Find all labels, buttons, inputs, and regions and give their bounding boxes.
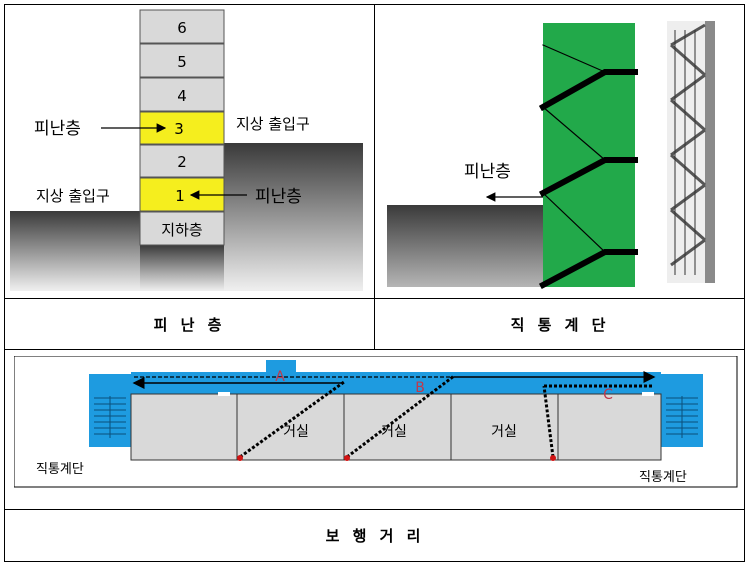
route-label-c: C [603, 387, 613, 403]
svg-text:6: 6 [177, 19, 187, 37]
floor-5: 5 [139, 43, 225, 78]
stair-label-left: 직통계단 [36, 462, 84, 477]
refuge-label: 피난층 [464, 162, 511, 182]
refuge-label-left: 피난층 [34, 119, 81, 139]
walking-paths [239, 374, 654, 459]
walking-distance-diagram: 거실 거실 거실 A B C 직통계단 직통계단 [14, 356, 738, 488]
room-1: 거실 [283, 424, 309, 440]
panel-c-border [14, 356, 738, 488]
stair-right [661, 374, 703, 447]
refuge-floor-diagram: 6 5 4 3 2 1 지하층 피난층 지상 출입구 지상 출입구 피난층 [10, 9, 363, 291]
stair-label-right: 직통계단 [639, 470, 687, 485]
staircase-photo [667, 21, 715, 283]
ground-low [10, 211, 140, 291]
svg-text:5: 5 [177, 53, 187, 71]
floor-2: 2 [139, 144, 225, 178]
room-2: 거실 [381, 424, 407, 440]
caption-walking-distance: 보 행 거 리 [325, 527, 425, 545]
caption-refuge-floor: 피 난 층 [153, 316, 226, 334]
entrance-label-right: 지상 출입구 [236, 115, 310, 133]
svg-text:2: 2 [177, 153, 187, 171]
svg-text:4: 4 [177, 87, 187, 105]
divider-panel-c [4, 349, 745, 350]
entrance-label-left: 지상 출입구 [36, 187, 110, 205]
divider-vertical [374, 4, 375, 350]
corridor-notch [266, 360, 296, 374]
route-label-a: A [275, 369, 285, 385]
divider-caption-top [4, 298, 745, 299]
floor-6: 6 [139, 9, 225, 44]
svg-text:1: 1 [175, 187, 185, 205]
ground-high [224, 143, 363, 291]
svg-text:지하층: 지하층 [161, 221, 202, 239]
ground [387, 205, 543, 287]
rooms [130, 393, 662, 461]
direct-staircase-diagram: 피난층 [387, 21, 715, 290]
floor-basement: 지하층 [139, 211, 225, 246]
staircase-wall [543, 23, 635, 287]
stair-flights [538, 44, 638, 290]
caption-direct-staircase: 직 통 계 단 [510, 316, 610, 334]
ground-under-building [140, 245, 224, 291]
refuge-label-right: 피난층 [255, 187, 302, 207]
route-start-points [237, 455, 556, 461]
floor-4: 4 [139, 77, 225, 112]
room-3: 거실 [491, 424, 517, 440]
divider-caption-c [4, 509, 745, 510]
svg-text:3: 3 [174, 120, 184, 138]
stair-left [89, 374, 131, 447]
route-label-b: B [415, 380, 425, 396]
